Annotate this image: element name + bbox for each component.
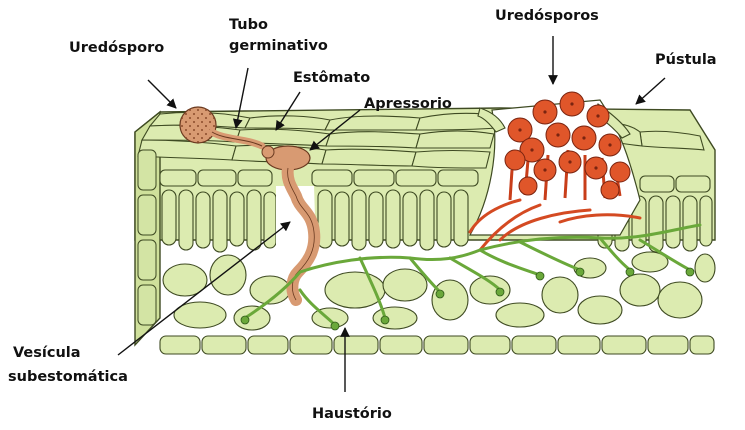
label-tubo-line1: Tubo bbox=[229, 17, 268, 34]
label-pustula: Pústula bbox=[655, 52, 717, 69]
label-haustorio: Haustório bbox=[312, 406, 392, 423]
arrow-uredosporo bbox=[148, 80, 176, 108]
arrow-pustula bbox=[636, 78, 665, 104]
label-tubo-line2: germinativo bbox=[229, 38, 328, 55]
label-vesicula-line2: subestomática bbox=[8, 369, 128, 386]
label-vesicula-line1: Vesícula bbox=[13, 345, 81, 362]
label-apressorio: Apressorio bbox=[364, 96, 452, 113]
label-uredosporo: Uredósporo bbox=[69, 40, 164, 57]
lower-epidermis-row bbox=[160, 336, 714, 354]
label-uredosporos: Uredósporos bbox=[495, 8, 599, 25]
label-estomato: Estômato bbox=[293, 70, 370, 87]
